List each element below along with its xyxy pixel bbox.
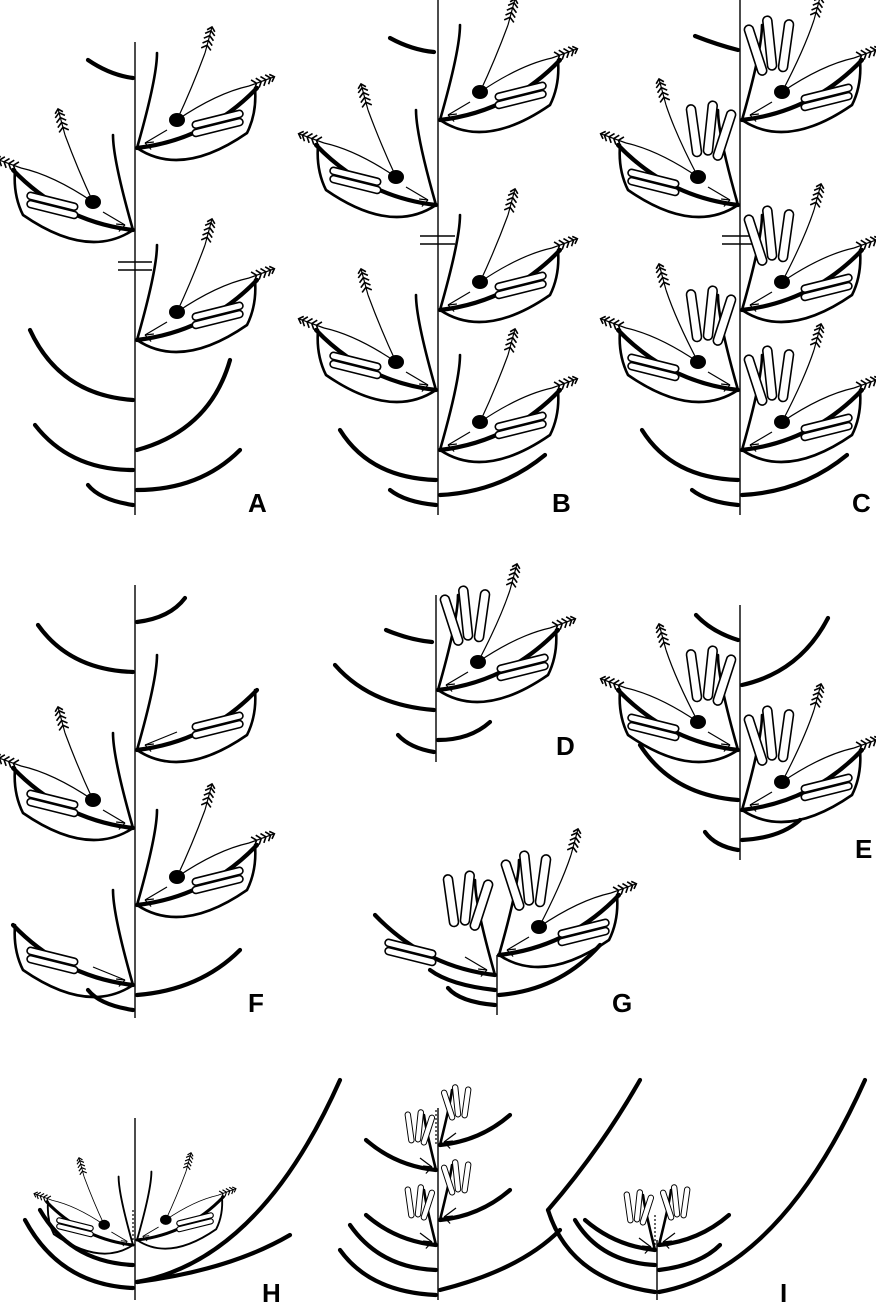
panel-label-g: G (612, 988, 632, 1018)
panel-label-d: D (556, 731, 575, 761)
panel-label-i: I (780, 1278, 787, 1306)
panel-d: D (335, 563, 577, 762)
panel-a: A (0, 26, 276, 518)
panel-label-e: E (855, 834, 872, 864)
panel-label-h: H (262, 1278, 281, 1306)
panel-h-middle (340, 1084, 560, 1300)
panel-label-b: B (552, 488, 571, 518)
panel-e: E (599, 605, 876, 864)
panel-h: H (25, 1080, 340, 1306)
panel-label-f: F (248, 988, 264, 1018)
panel-f: F (0, 585, 276, 1018)
panel-b: B (297, 0, 579, 518)
panel-label-c: C (852, 488, 871, 518)
panel-g: G (375, 828, 638, 1018)
panel-c: C (599, 0, 876, 518)
panel-i: I (548, 1080, 865, 1306)
panel-label-a: A (248, 488, 267, 518)
